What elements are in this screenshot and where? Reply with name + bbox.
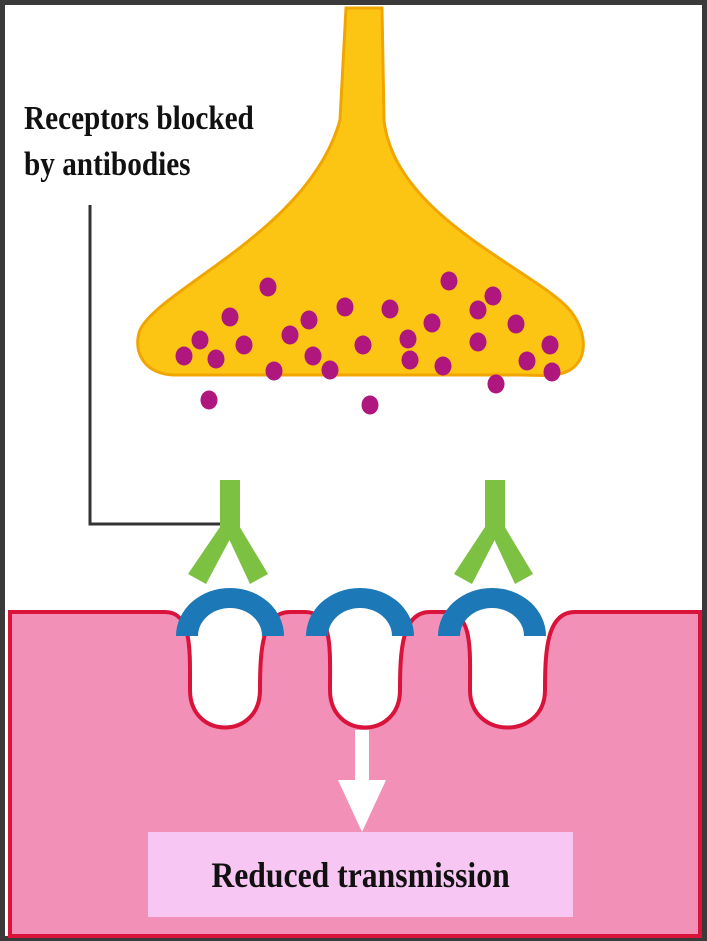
- neurotransmitter-molecule: [236, 336, 253, 355]
- neurotransmitter-molecule: [222, 308, 239, 327]
- neurotransmitter-molecule: [488, 375, 505, 394]
- receptor-label-line-2: by antibodies: [24, 142, 308, 188]
- neurotransmitter-molecule: [201, 391, 218, 410]
- neurotransmitter-molecule: [402, 351, 419, 370]
- result-box: Reduced transmission: [148, 832, 573, 917]
- neurotransmitter-molecule: [400, 330, 417, 349]
- neurotransmitter-molecule: [282, 326, 299, 345]
- receptor-label: Receptors blocked by antibodies: [24, 96, 308, 188]
- receptor-2: [306, 588, 414, 636]
- neurotransmitter-molecule: [337, 298, 354, 317]
- receptor-label-line-1: Receptors blocked: [24, 96, 308, 142]
- neurotransmitter-molecule: [435, 357, 452, 376]
- neurotransmitter-molecule: [301, 311, 318, 330]
- antibody-1: [188, 480, 268, 584]
- neurotransmitter-molecule: [508, 315, 525, 334]
- neurotransmitter-molecule: [485, 287, 502, 306]
- neurotransmitter-molecule: [542, 336, 559, 355]
- neurotransmitter-molecule: [544, 363, 561, 382]
- neurotransmitter-molecule: [192, 331, 209, 350]
- antibody-2: [454, 480, 533, 584]
- neurotransmitter-molecule: [424, 314, 441, 333]
- neurotransmitter-molecule: [362, 396, 379, 415]
- receptor-1: [176, 588, 284, 636]
- neurotransmitter-molecule: [266, 362, 283, 381]
- neurotransmitter-molecule: [441, 272, 458, 291]
- neurotransmitter-molecule: [382, 300, 399, 319]
- neurotransmitter-molecule: [176, 347, 193, 366]
- neurotransmitter-molecule: [470, 333, 487, 352]
- neurotransmitter-molecule: [260, 278, 277, 297]
- neurotransmitter-molecule: [519, 352, 536, 371]
- receptor-3: [438, 588, 546, 636]
- neurotransmitter-molecule: [208, 350, 225, 369]
- neurotransmitter-molecule: [355, 336, 372, 355]
- neurotransmitter-molecule: [470, 301, 487, 320]
- result-label: Reduced transmission: [211, 854, 509, 896]
- neurotransmitter-molecule: [305, 347, 322, 366]
- neurotransmitter-molecule: [322, 361, 339, 380]
